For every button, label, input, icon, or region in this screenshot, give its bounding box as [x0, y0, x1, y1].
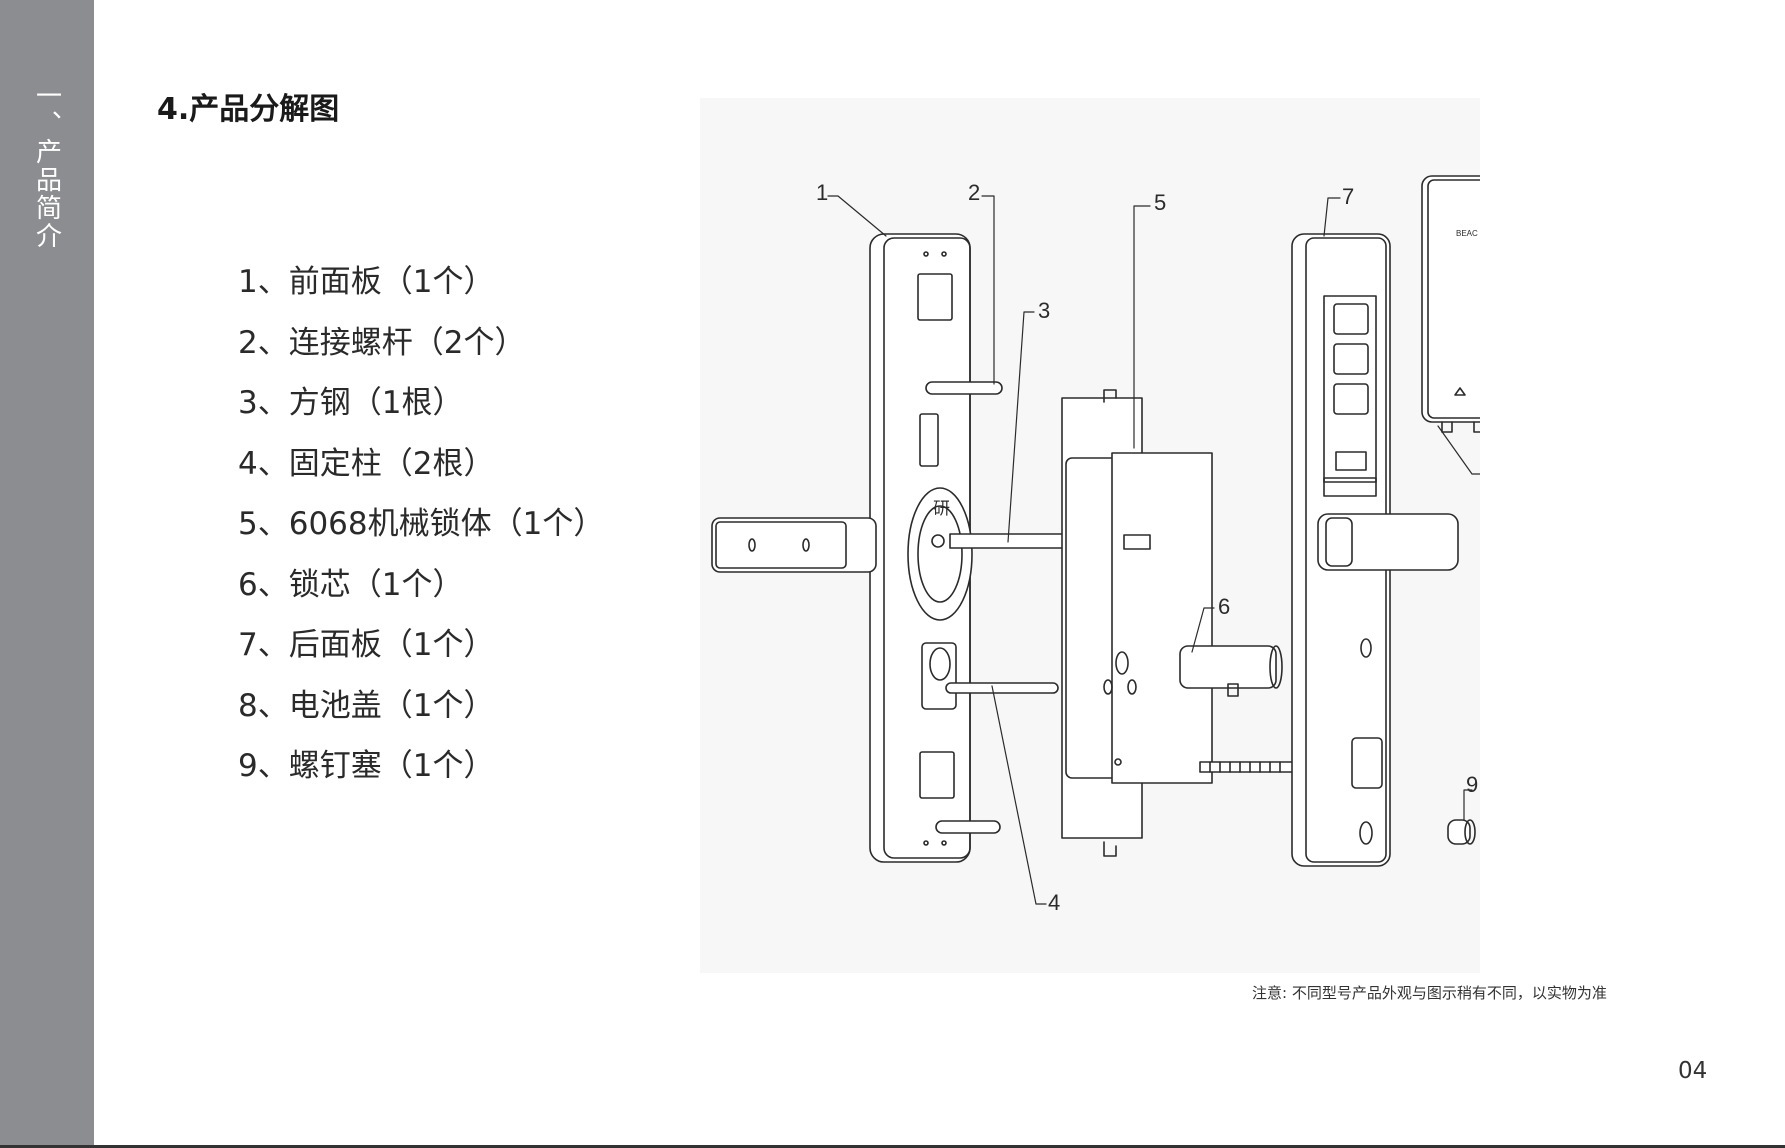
square-spindle [949, 533, 1077, 549]
part-item-4: 4、固定柱（2根） [238, 445, 495, 482]
battery-cover [1421, 175, 1480, 433]
callout-5: 5 [1154, 190, 1166, 215]
footnote: 注意: 不同型号产品外观与图示稍有不同，以实物为准 [1252, 984, 1607, 1002]
connecting-screws [925, 381, 1003, 834]
part-item-9: 9、螺钉塞（1个） [238, 748, 495, 784]
exploded-view-drawing: 研 [711, 175, 1480, 915]
callout-2: 2 [968, 180, 980, 205]
part-item-3: 3、方钢（1根） [238, 385, 464, 421]
sidebar-section-label: 一、产品简介 [31, 82, 62, 250]
front-handle [711, 517, 877, 573]
fixed-posts [945, 682, 1059, 694]
screw-plug [1447, 819, 1476, 845]
bottom-divider [0, 1145, 1785, 1148]
part-item-1: 1、前面板（1个） [238, 264, 495, 300]
part-item-8: 8、电池盖（1个） [238, 687, 495, 724]
exploded-view-diagram: 研 [700, 98, 1480, 973]
lock-cylinder [1179, 645, 1283, 697]
callout-4: 4 [1048, 890, 1060, 915]
cylinder-mark-text: 研 [933, 499, 950, 518]
callout-7: 7 [1342, 184, 1354, 209]
page-number: 04 [1678, 1058, 1708, 1084]
battery-logo-text: BEAC [1456, 229, 1478, 238]
part-item-6: 6、锁芯（1个） [238, 566, 464, 603]
mortise-lock-body [1061, 389, 1213, 857]
sidebar: 一、产品简介 [0, 0, 94, 1148]
callout-1: 1 [816, 180, 828, 205]
part-item-2: 2、连接螺杆（2个） [238, 324, 526, 361]
callout-9: 9 [1466, 772, 1478, 797]
callout-6: 6 [1218, 594, 1230, 619]
callout-3: 3 [1038, 298, 1050, 323]
page-title: 4.产品分解图 [157, 92, 340, 127]
parts-list: 1、前面板（1个） 2、连接螺杆（2个） 3、方钢（1根） 4、固定柱（2根） … [238, 256, 604, 801]
mounting-screw [1199, 761, 1297, 773]
part-item-5: 5、6068机械锁体（1个） [238, 506, 605, 542]
rear-handle [1317, 513, 1459, 571]
leader-lines [827, 195, 1480, 905]
part-item-7: 7、后面板（1个） [238, 627, 495, 663]
